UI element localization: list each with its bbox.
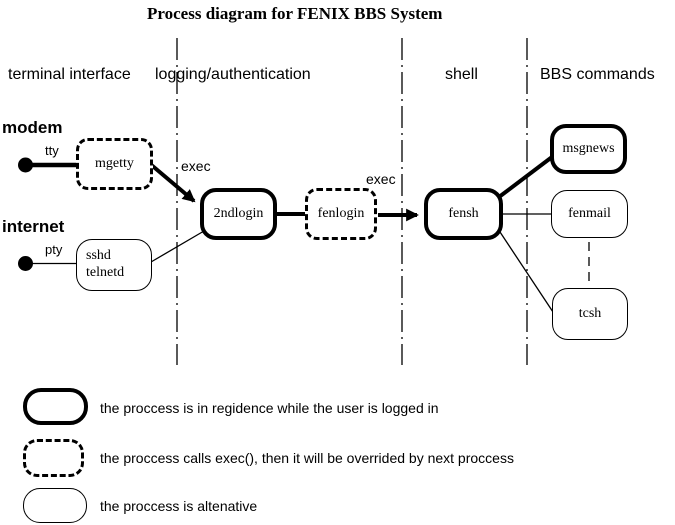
node-label: mgetty (95, 156, 134, 171)
node-tcsh: tcsh (552, 288, 628, 340)
internet-endpoint-dot (18, 256, 33, 271)
node-label: fenlogin (317, 206, 365, 221)
node-label: fensh (448, 206, 479, 221)
node-label: msgnews (562, 141, 615, 156)
node-fenmail: fenmail (551, 190, 628, 238)
label-exec-fenlogin: exec (366, 171, 396, 187)
legend-box-exec-overridden (23, 439, 84, 477)
label-pty: pty (45, 242, 63, 257)
column-header-bbs-commands: BBS commands (540, 66, 655, 83)
column-header-shell: shell (445, 66, 478, 83)
edge-fensh-tcsh (499, 231, 554, 313)
label-tty: tty (45, 143, 59, 158)
label-internet: internet (2, 217, 65, 236)
column-header-logging-authentication: logging/authentication (155, 66, 311, 83)
node-msgnews: msgnews (550, 124, 627, 174)
legend-text-exec-overridden: the proccess calls exec(), then it will … (100, 450, 514, 466)
node-fensh: fensh (424, 188, 503, 240)
node-label: 2ndlogin (213, 206, 264, 221)
node-2ndlogin: 2ndlogin (200, 188, 277, 240)
legend-text-alternative: the proccess is altenative (100, 498, 258, 514)
node-label: telnetd (86, 265, 125, 280)
node-label: fenmail (568, 206, 611, 221)
edge-mgetty-2ndlogin-exec-arrow (147, 161, 196, 203)
column-header-terminal-interface: terminal interface (8, 66, 131, 83)
node-fenlogin: fenlogin (305, 188, 377, 240)
node-label: sshd (86, 248, 111, 264)
edge-sshd-2ndlogin (150, 230, 205, 263)
edge-fensh-msgnews (497, 155, 554, 199)
node-sshd-telnetd: sshd telnetd (76, 239, 152, 291)
label-modem: modem (2, 118, 63, 137)
legend-text-resident: the proccess is in regidence while the u… (100, 400, 439, 416)
node-mgetty: mgetty (76, 138, 153, 190)
label-exec-mgetty: exec (181, 158, 211, 174)
page-title: Process diagram for FENIX BBS System (147, 4, 443, 23)
node-label: tcsh (578, 306, 602, 321)
legend-box-alternative (23, 488, 87, 523)
legend-box-resident (23, 388, 88, 425)
modem-endpoint-dot (18, 157, 33, 173)
